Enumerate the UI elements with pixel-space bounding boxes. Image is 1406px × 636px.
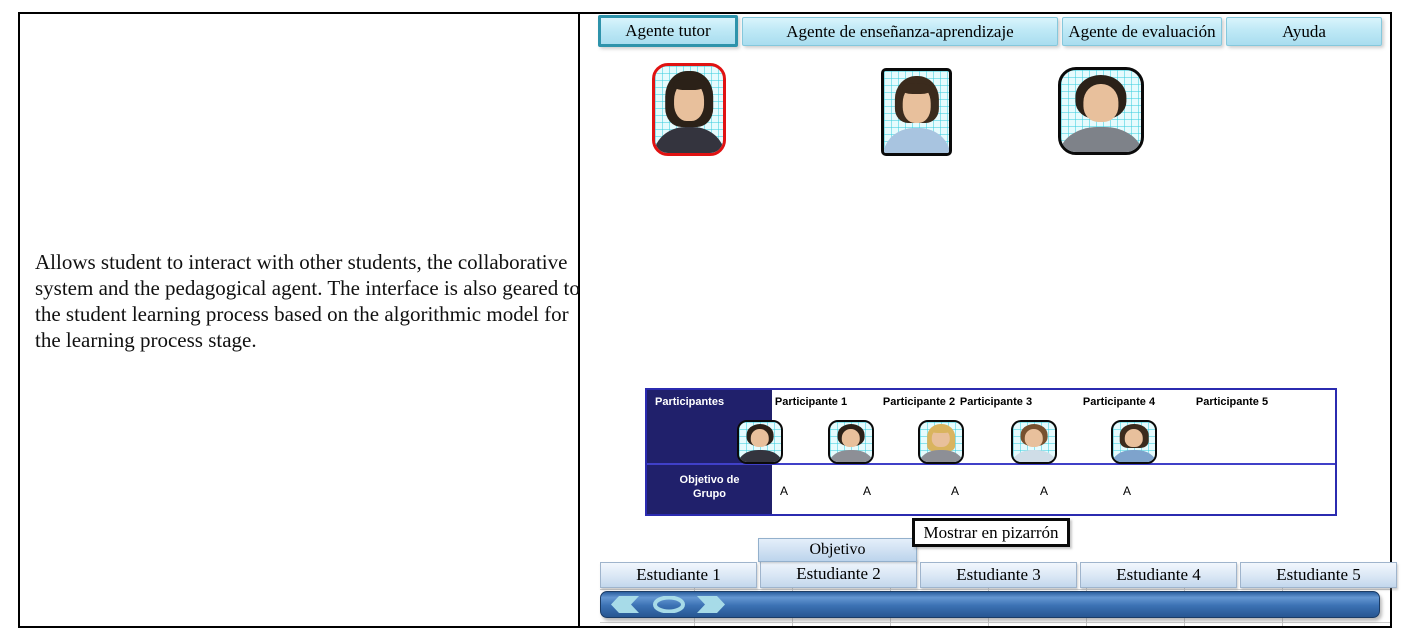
avatar-face xyxy=(750,428,770,448)
participant-2-avatar[interactable] xyxy=(828,420,874,464)
table-row-divider xyxy=(647,463,1335,465)
avatar-fringe xyxy=(931,428,951,434)
participant-4-avatar[interactable] xyxy=(1011,420,1057,464)
evaluation-agent-avatar[interactable] xyxy=(1058,67,1144,155)
avatar-fringe xyxy=(673,79,705,91)
scrollbar-controls xyxy=(611,596,725,613)
tab-ayuda[interactable]: Ayuda xyxy=(1226,17,1382,46)
column-header-participante-3: Participante 3 xyxy=(959,396,1033,408)
tutor-agent-avatar[interactable] xyxy=(652,63,726,156)
avatar-face xyxy=(1024,428,1044,448)
participant-1-avatar[interactable] xyxy=(737,420,783,464)
avatar-torso xyxy=(1013,450,1055,462)
tab-estudiante-5[interactable]: Estudiante 5 xyxy=(1240,562,1397,588)
participant-5-avatar[interactable] xyxy=(1111,420,1157,464)
avatar-torso xyxy=(739,450,781,462)
tab-estudiante-3[interactable]: Estudiante 3 xyxy=(920,562,1077,588)
participant-3-avatar[interactable] xyxy=(918,420,964,464)
group-objective-value-3: A xyxy=(950,484,960,498)
avatar-face xyxy=(931,428,951,448)
column-divider xyxy=(578,12,580,628)
avatar-fringe xyxy=(901,83,932,94)
participants-corner-label: Participantes xyxy=(655,396,725,408)
avatar-torso xyxy=(920,450,962,462)
mostrar-en-pizarron-tooltip[interactable]: Mostrar en pizarrón xyxy=(912,518,1070,547)
group-objective-value-4: A xyxy=(1039,484,1049,498)
avatar-torso xyxy=(830,450,872,462)
tab-agente-tutor[interactable]: Agente tutor xyxy=(598,15,738,47)
navigation-scrollbar[interactable] xyxy=(600,591,1380,618)
ghost-grid-line xyxy=(600,589,1390,590)
column-header-participante-5: Participante 5 xyxy=(1195,396,1269,408)
scroll-slider-oval-icon[interactable] xyxy=(653,596,685,613)
column-header-participante-1: Participante 1 xyxy=(774,396,848,408)
column-header-participante-4: Participante 4 xyxy=(1082,396,1156,408)
group-objective-value-1: A xyxy=(779,484,789,498)
column-header-participante-2: Participante 2 xyxy=(882,396,956,408)
avatar-face xyxy=(1124,428,1144,448)
group-objective-value-5: A xyxy=(1122,484,1132,498)
scroll-left-arrow-icon[interactable] xyxy=(611,596,639,613)
participants-table: Participantes Participante 1 Participant… xyxy=(645,388,1337,516)
group-objective-row-label: Objetivo de Grupo xyxy=(679,474,740,500)
avatar-face xyxy=(1083,83,1119,122)
outer-frame xyxy=(18,12,1392,628)
description-text: Allows student to interact with other st… xyxy=(35,250,580,352)
tab-estudiante-4[interactable]: Estudiante 4 xyxy=(1080,562,1237,588)
teaching-learning-agent-avatar[interactable] xyxy=(881,68,952,156)
avatar-face xyxy=(841,428,861,448)
tab-estudiante-1[interactable]: Estudiante 1 xyxy=(600,562,757,588)
group-objective-value-2: A xyxy=(862,484,872,498)
ghost-grid-line xyxy=(600,622,1390,623)
avatar-torso xyxy=(1113,450,1155,462)
scroll-right-arrow-icon[interactable] xyxy=(697,596,725,613)
tab-objetivo[interactable]: Objetivo xyxy=(758,538,917,562)
tab-estudiante-2[interactable]: Estudiante 2 xyxy=(760,559,917,588)
tab-agente-ensenanza-aprendizaje[interactable]: Agente de enseñanza-aprendizaje xyxy=(742,17,1058,46)
tab-agente-evaluacion[interactable]: Agente de evaluación xyxy=(1062,17,1222,46)
